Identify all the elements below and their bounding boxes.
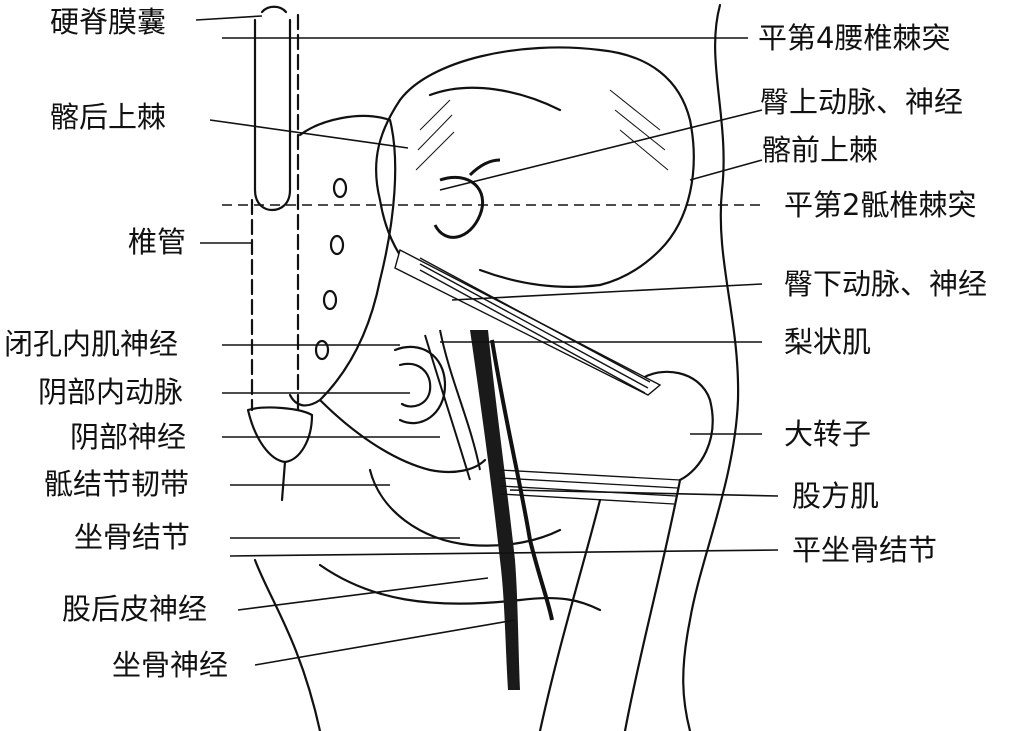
label-superior-gluteal-artery-nerve: 臀上动脉、神经 xyxy=(760,85,964,119)
label-greater-trochanter: 大转子 xyxy=(784,417,872,451)
label-level-s2-spinous-process: 平第2骶椎棘突 xyxy=(784,188,977,222)
label-dural-sac: 硬脊膜囊 xyxy=(50,5,167,39)
label-posterior-superior-iliac-spine: 髂后上棘 xyxy=(50,100,167,134)
label-vertebral-canal: 椎管 xyxy=(128,225,187,259)
label-inferior-gluteal-artery-nerve: 臀下动脉、神经 xyxy=(784,267,988,301)
label-level-l4-spinous-process: 平第4腰椎棘突 xyxy=(758,21,951,55)
label-level-ischial-tuberosity: 平坐骨结节 xyxy=(792,533,938,567)
label-internal-pudendal-artery: 阴部内动脉 xyxy=(38,375,184,409)
label-pudendal-nerve: 阴部神经 xyxy=(70,420,187,454)
label-obturator-internus-nerve: 闭孔内肌神经 xyxy=(4,327,179,361)
label-sciatic-nerve: 坐骨神经 xyxy=(112,648,229,682)
label-ischial-tuberosity: 坐骨结节 xyxy=(74,520,191,554)
label-posterior-femoral-cutaneous-nerve: 股后皮神经 xyxy=(62,592,208,626)
label-anterior-superior-iliac-spine: 髂前上棘 xyxy=(762,133,879,167)
label-quadratus-femoris: 股方肌 xyxy=(792,479,880,513)
label-piriformis: 梨状肌 xyxy=(784,325,872,359)
label-sacrotuberous-ligament: 骶结节韧带 xyxy=(44,467,190,501)
